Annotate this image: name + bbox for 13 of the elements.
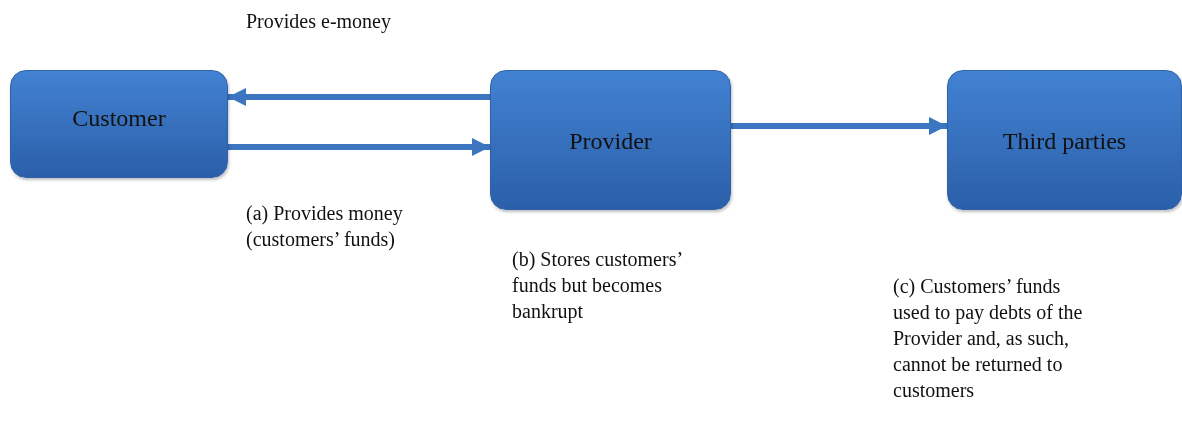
edge-label: (a) Provides money (customers’ funds) [246,201,404,252]
arrow [228,138,490,156]
rounded-box [947,70,1182,210]
arrow [228,88,490,106]
arrow [731,117,947,135]
node-label: Customer [72,105,166,132]
rounded-box [10,70,228,178]
rounded-box [490,70,731,210]
node-label: Provider [569,128,652,155]
node-label: Third parties [1002,128,1127,155]
node-label: (c) Customers’ funds used to pay debts of the Provider and, as such, cannot be returned to customers [893,274,1084,403]
edge-label: Provides e-money [246,9,392,34]
node-label: (b) Stores customers’ funds but becomes bankrupt [512,247,683,324]
